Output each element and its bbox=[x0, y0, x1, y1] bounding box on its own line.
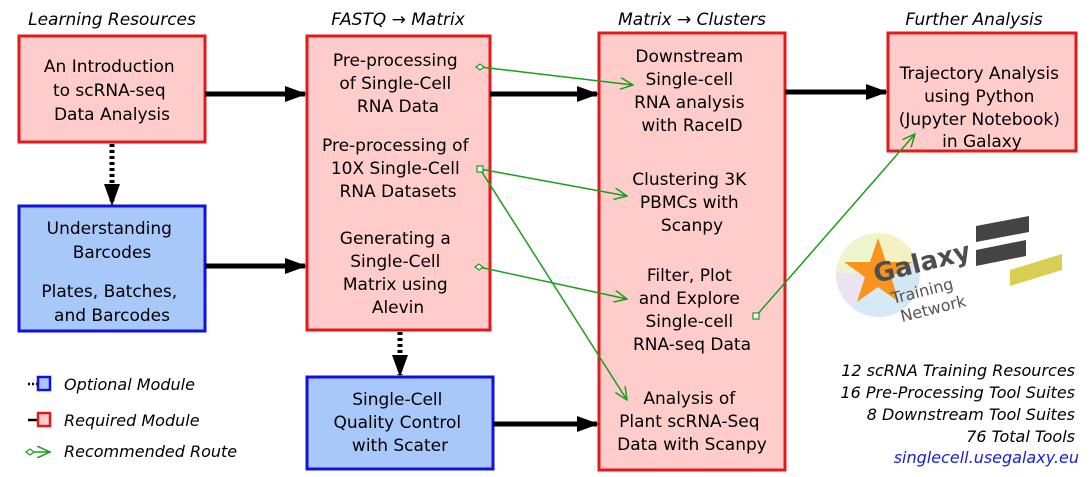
stat-total-tools: 76 Total Tools bbox=[966, 427, 1075, 446]
logo-bar-icon bbox=[1010, 254, 1062, 286]
tutorial-scanpy-pbmc[interactable]: Clustering 3K PBMCs with Scanpy bbox=[632, 170, 751, 236]
intro-box[interactable] bbox=[17, 34, 207, 144]
legend: Optional Module Required Module Recommen… bbox=[25, 375, 237, 461]
singlecell-url-link[interactable]: singlecell.usegalaxy.eu bbox=[894, 448, 1079, 467]
header-further-analysis: Further Analysis bbox=[905, 10, 1042, 30]
recommended-routes bbox=[474, 63, 915, 400]
stat-preprocessing-suites: 16 Pre-Processing Tool Suites bbox=[840, 383, 1075, 402]
tutorial-alevin-matrix[interactable]: Generating a Single-Cell Matrix using Al… bbox=[340, 229, 456, 318]
legend-optional-label: Optional Module bbox=[64, 375, 195, 394]
trajectory-analysis-box[interactable] bbox=[886, 31, 1078, 153]
tutorial-trajectory-analysis[interactable]: Trajectory Analysis using Python (Jupyte… bbox=[899, 64, 1066, 152]
legend-recommended-marker bbox=[25, 448, 35, 456]
legend-required-swatch bbox=[36, 411, 52, 428]
route-start-marker bbox=[474, 263, 484, 271]
tutorial-preprocessing-10x[interactable]: Pre-processing of 10X Single-Cell RNA Da… bbox=[322, 136, 474, 202]
quality-control-label: Single-Cell Quality Control with Scater bbox=[333, 390, 466, 456]
route-start-marker bbox=[752, 312, 760, 320]
logo-star-icon bbox=[844, 238, 912, 302]
barcodes-subtitle: Plates, Batches, and Barcodes bbox=[41, 282, 182, 326]
route-10x-to-plant bbox=[479, 168, 627, 400]
barcodes-title: Understanding Barcodes bbox=[47, 219, 178, 263]
route-preprocessing-to-raceid bbox=[479, 66, 633, 85]
tutorial-plant-scrna[interactable]: Analysis of Plant scRNA-Seq Data with Sc… bbox=[617, 389, 767, 455]
route-filter-to-trajectory bbox=[755, 134, 915, 317]
route-start-marker bbox=[475, 63, 485, 71]
legend-required-label: Required Module bbox=[64, 411, 200, 430]
logo-bar-icon bbox=[976, 216, 1029, 242]
legend-optional-swatch bbox=[36, 375, 52, 392]
logo-bar-icon bbox=[976, 240, 1026, 266]
route-alevin-to-filter bbox=[478, 266, 627, 299]
fastq-matrix-box[interactable] bbox=[305, 34, 492, 332]
legend-recommended-label: Recommended Route bbox=[64, 442, 237, 461]
matrix-clusters-box[interactable] bbox=[597, 31, 787, 472]
route-10x-to-pbmc bbox=[479, 168, 627, 196]
intro-label: An Introduction to scRNA-seq Data Analys… bbox=[44, 57, 180, 125]
galaxy-training-network-logo: Galaxy Training Network bbox=[835, 216, 1062, 326]
stat-training-resources: 12 scRNA Training Resources bbox=[841, 361, 1075, 380]
tutorial-raceid[interactable]: Downstream Single-cell RNA analysis with… bbox=[634, 47, 750, 136]
tutorial-preprocessing-scrna[interactable]: Pre-processing of Single-Cell RNA Data bbox=[333, 51, 463, 117]
header-fastq-matrix: FASTQ → Matrix bbox=[331, 10, 465, 30]
route-start-marker bbox=[476, 165, 484, 173]
stat-downstream-suites: 8 Downstream Tool Suites bbox=[867, 405, 1075, 424]
tutorial-filter-plot-explore[interactable]: Filter, Plot and Explore Single-cell RNA… bbox=[633, 266, 751, 355]
header-matrix-clusters: Matrix → Clusters bbox=[618, 10, 766, 30]
barcodes-box[interactable] bbox=[17, 204, 207, 333]
header-learning-resources: Learning Resources bbox=[28, 10, 196, 30]
